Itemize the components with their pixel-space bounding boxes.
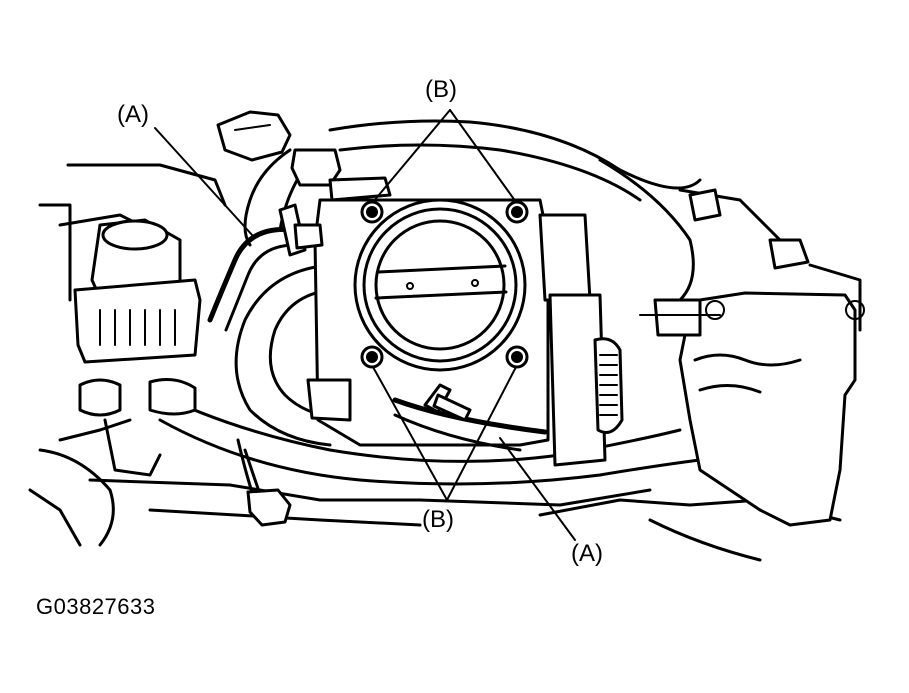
leader-a-top <box>154 127 254 237</box>
bolt-top-left-center <box>366 206 378 218</box>
leader-b-bottom-right <box>446 366 517 501</box>
bolt-bottom-right-center <box>511 351 523 363</box>
bolt-bottom-left-center <box>366 351 378 363</box>
label-b-bottom: (B) <box>422 506 454 533</box>
sensor-connector-top <box>216 110 392 202</box>
figure-id: G03827633 <box>36 594 156 619</box>
label-b-top: (B) <box>425 76 457 103</box>
leader-lines <box>154 109 576 541</box>
idle-control-valve <box>73 218 202 477</box>
hose-a-bottom <box>392 383 548 452</box>
leader-a-bottom <box>499 437 576 541</box>
leader-b-top-right <box>449 109 517 203</box>
throttle-body <box>306 198 624 467</box>
bolt-top-right-center <box>511 206 523 218</box>
label-a-top: (A) <box>117 101 149 128</box>
leader-b-top-left <box>372 109 451 203</box>
ignition-coil-right <box>639 188 865 527</box>
throttle-body-bolts <box>360 200 529 369</box>
hose-a-top <box>207 203 324 332</box>
leader-b-bottom-left <box>372 366 448 501</box>
label-a-bottom: (A) <box>571 540 603 567</box>
